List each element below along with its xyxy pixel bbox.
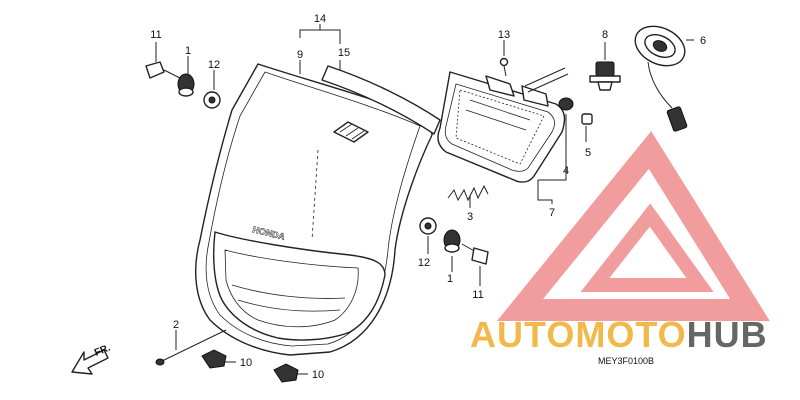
callout-13: 13 [498,29,510,41]
callout-8: 8 [602,29,608,41]
watermark-triangle-logo [496,131,770,321]
nut-10-left [201,349,227,369]
drawing-code: MEY3F0100B [598,356,655,366]
washer-12-bottom [419,217,437,235]
callout-12-top: 12 [208,59,220,71]
callout-7: 7 [549,207,555,219]
leader-lines [155,24,694,375]
callout-12-bottom: 12 [418,257,430,269]
grommet-1-top [177,73,195,97]
grommet-1-bottom [443,229,461,253]
collar-5 [581,113,593,125]
bolt-2 [155,329,227,366]
callout-14: 14 [314,13,326,25]
callout-1-bottom: 1 [447,273,453,285]
nut-10-right [273,363,299,383]
callout-1-top: 1 [185,45,191,57]
callout-numbers: 11 1 12 14 9 15 13 8 6 5 4 7 3 12 1 11 2… [150,13,706,381]
bolt-11-top [145,61,181,79]
callout-9: 9 [297,49,303,61]
bolt-11-bottom [461,243,489,265]
visor-vent [333,121,369,143]
bulb-socket [634,25,688,132]
callout-5: 5 [585,147,591,159]
front-arrow-label: FR. [93,342,112,358]
headlight-visor: HONDA [195,63,433,356]
callout-11-bottom: 11 [472,289,483,301]
adjuster-spring [447,184,489,202]
headlight-bulb [589,61,621,91]
callout-3: 3 [467,211,473,223]
callout-11-top: 11 [150,29,161,41]
brand-part-automoto: AUTOMOTO [470,314,687,355]
callout-10-left: 10 [240,357,252,369]
headlight-unit [437,67,569,183]
callout-10-right: 10 [312,369,324,381]
brand-part-hub: HUB [686,314,768,355]
rubber-strip [321,65,441,135]
front-direction-arrow: FR. [71,342,112,375]
grommet-4 [558,97,574,111]
callout-2: 2 [173,319,179,331]
washer-12-top [203,91,221,109]
callout-6: 6 [700,35,706,47]
screw-13 [499,57,509,77]
watermark-brand-text: AUTOMOTOHUB [470,314,768,356]
callout-15: 15 [338,47,350,59]
callout-4: 4 [563,165,569,177]
